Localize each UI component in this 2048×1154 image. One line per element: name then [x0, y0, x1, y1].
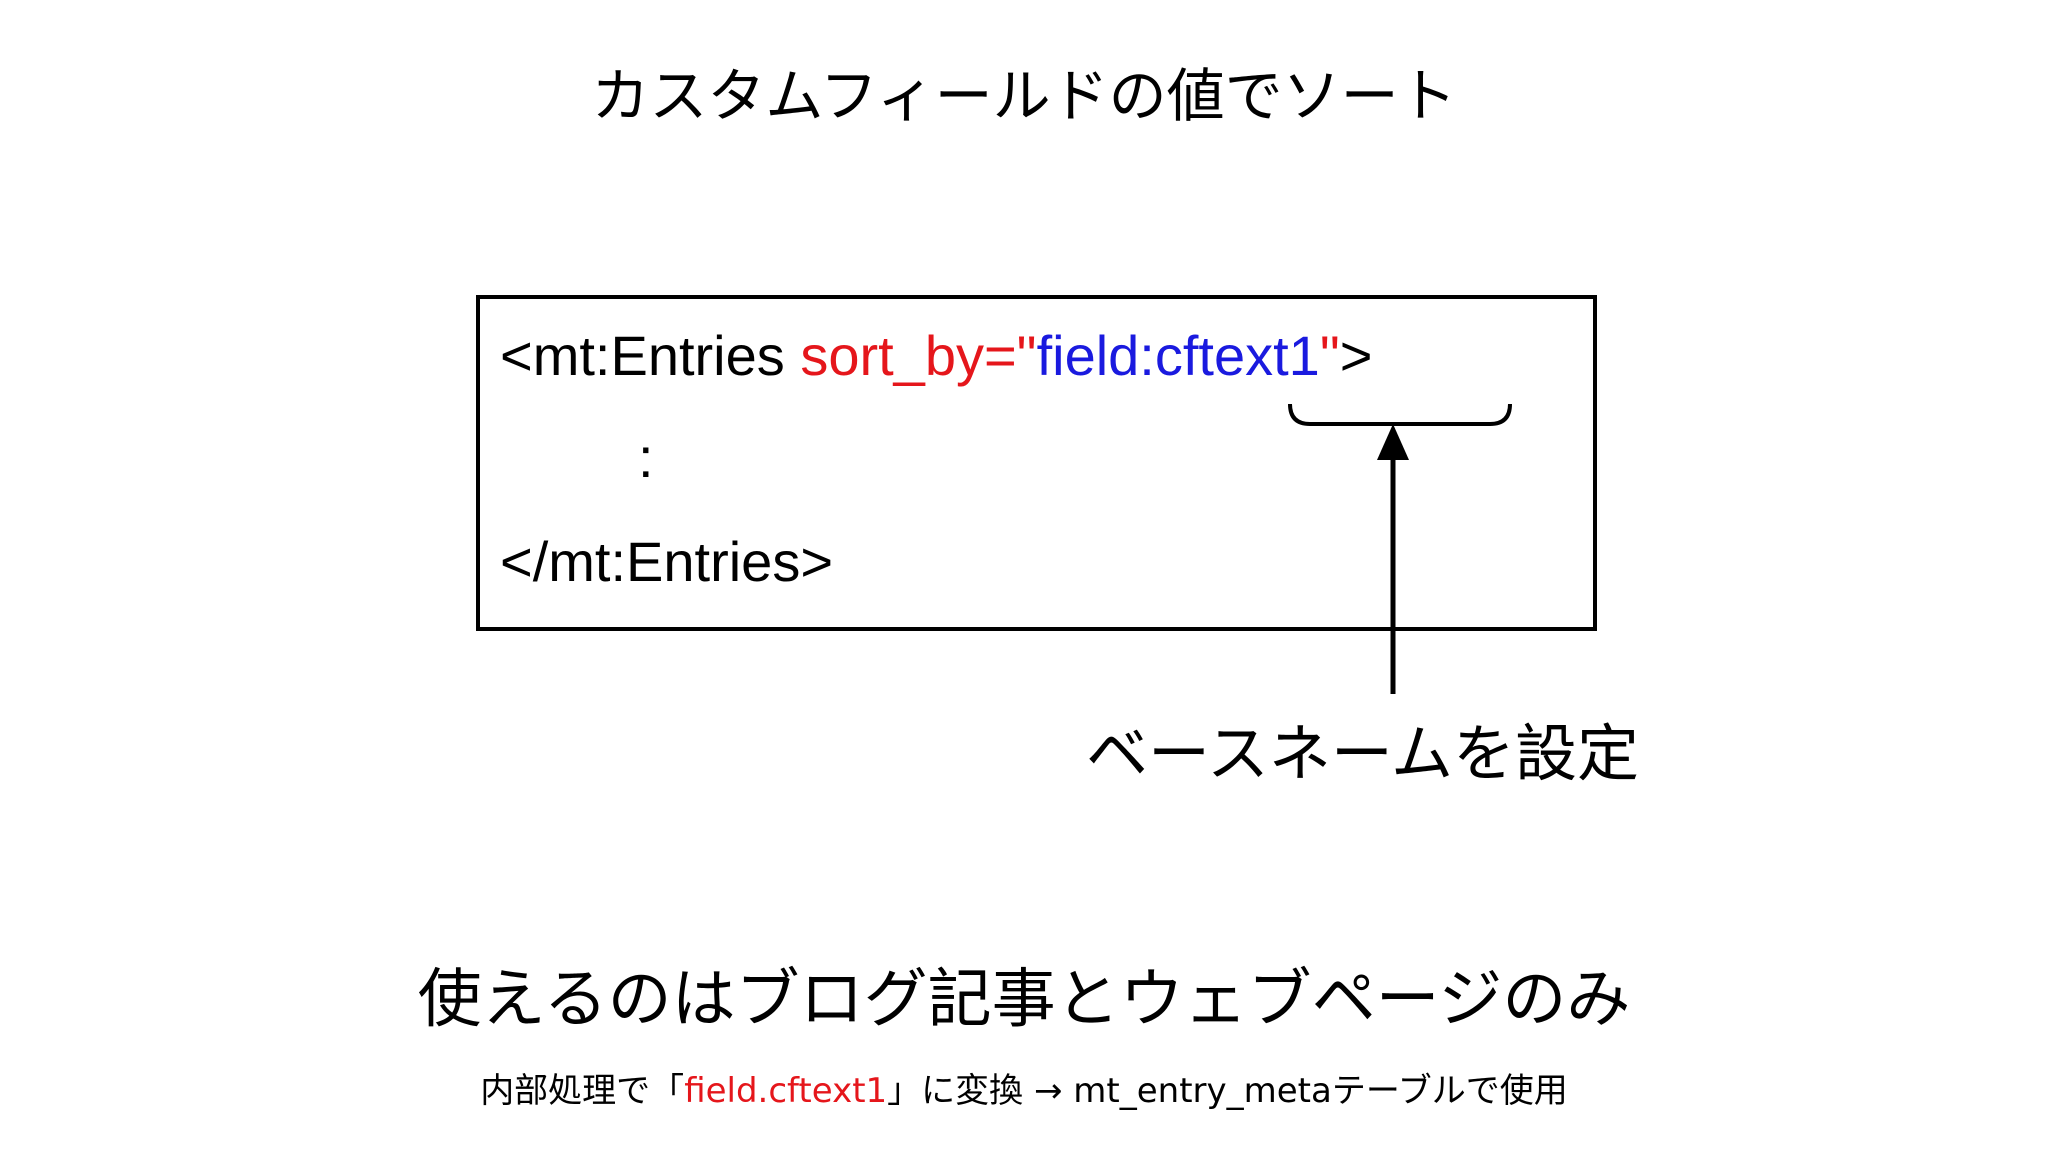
code-line-close-tag: </mt:Entries>: [500, 530, 834, 593]
tag-open: <mt:Entries: [500, 324, 801, 387]
footnote-highlight: field.cftext1: [684, 1071, 888, 1111]
footnote: 内部処理で「field.cftext1」に変換 → mt_entry_metaテ…: [0, 1066, 2048, 1116]
quote-open: ": [1016, 324, 1037, 387]
footnote-suffix: 」に変換 → mt_entry_metaテーブルで使用: [887, 1071, 1568, 1111]
tag-close: >: [1339, 324, 1373, 387]
field-basename: cftext1: [1154, 324, 1320, 387]
field-prefix: field:: [1036, 324, 1155, 387]
code-line-open-tag: <mt:Entries sort_by="field:cftext1">: [500, 321, 1372, 391]
code-line-ellipsis: :: [638, 426, 654, 489]
subtitle: 使えるのはブログ記事とウェブページのみ: [417, 963, 1631, 1037]
slide-title: カスタムフィールドの値でソート: [591, 62, 1457, 130]
annotation-label: ベースネームを設定: [1086, 717, 1640, 790]
footnote-prefix: 内部処理で「: [480, 1071, 685, 1111]
code-box: <mt:Entries sort_by="field:cftext1"> : <…: [476, 295, 1597, 631]
sort-by-attribute: sort_by=: [800, 324, 1017, 387]
quote-close: ": [1319, 324, 1340, 387]
